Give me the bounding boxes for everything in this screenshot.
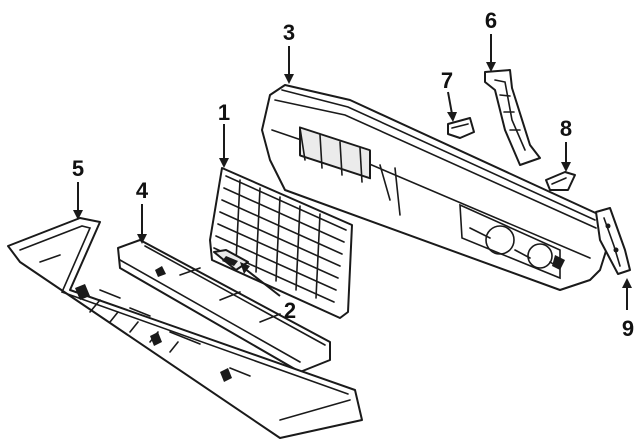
- retainer-part[interactable]: [545, 171, 576, 191]
- callout-4[interactable]: 4: [136, 178, 149, 203]
- clip-part[interactable]: [447, 117, 475, 139]
- leader-2: [243, 267, 281, 297]
- callout-8[interactable]: 8: [560, 116, 572, 141]
- end-bracket-part[interactable]: [595, 207, 631, 275]
- side-bracket-part[interactable]: [484, 69, 541, 166]
- arrow-9: [622, 278, 632, 288]
- arrow-1: [219, 158, 229, 168]
- arrow-4: [137, 234, 147, 244]
- callout-6[interactable]: 6: [485, 8, 497, 33]
- arrow-7: [447, 112, 457, 122]
- callout-3[interactable]: 3: [283, 20, 295, 45]
- leader-lines: [73, 34, 632, 310]
- arrow-5: [73, 210, 83, 220]
- arrow-8: [561, 162, 571, 172]
- callout-1[interactable]: 1: [218, 100, 230, 125]
- callout-5[interactable]: 5: [72, 156, 84, 181]
- callout-2[interactable]: 2: [284, 298, 296, 323]
- arrow-2: [240, 262, 250, 274]
- filler-panel-part[interactable]: [7, 217, 363, 439]
- callout-7[interactable]: 7: [441, 68, 453, 93]
- leader-7: [447, 91, 453, 115]
- arrow-6: [486, 62, 496, 72]
- headlamp-housing-part[interactable]: [261, 84, 613, 291]
- callout-9[interactable]: 9: [622, 316, 634, 341]
- callout-numbers: 1 2 3 4 5 6 7 8 9: [72, 8, 634, 341]
- emblem-part[interactable]: [213, 249, 249, 271]
- grille-part[interactable]: [209, 167, 353, 319]
- arrow-3: [284, 74, 294, 84]
